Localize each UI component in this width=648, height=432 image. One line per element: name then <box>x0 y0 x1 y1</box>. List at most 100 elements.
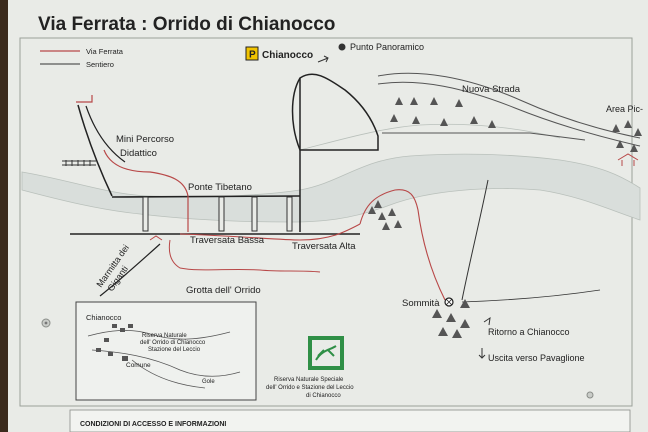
tree-icon <box>452 329 462 338</box>
building-icon <box>120 328 125 332</box>
screw-icon <box>586 391 594 399</box>
sommita-label: Sommità <box>402 298 440 309</box>
trail-mini-percorso <box>77 104 113 197</box>
tree-icon <box>624 120 632 128</box>
traversata-bassa-label: Traversata Bassa <box>190 235 265 246</box>
nuova-strada-label: Nuova Strada <box>462 84 521 95</box>
building-icon <box>128 324 133 328</box>
parking-marker: P Chianocco <box>245 46 329 63</box>
river-bank <box>299 123 561 151</box>
marmitta-icon <box>149 235 163 241</box>
inset-chianocco-label: Chianocco <box>86 313 121 322</box>
panoramic-point-label: Punto Panoramico <box>350 42 424 52</box>
reserve-logo-line3: di Chianocco <box>306 393 341 399</box>
map-title: Via Ferrata : Orrido di Chianocco <box>38 14 335 35</box>
tree-icon <box>390 114 398 122</box>
grotta-label: Grotta dell' Orrido <box>186 285 261 296</box>
mini-percorso-label-1: Mini Percorso <box>116 134 174 145</box>
building-icon <box>108 352 113 356</box>
pylon <box>218 196 225 232</box>
via-ferrata-traversata <box>179 223 361 241</box>
tree-icon <box>368 206 376 214</box>
tree-icon <box>432 309 442 318</box>
map-border <box>19 37 633 407</box>
forest-picnic <box>612 120 642 152</box>
ponte-tibetano-label: Ponte Tibetano <box>188 182 252 193</box>
new-road-edge-2 <box>377 81 641 147</box>
parking-symbol: P <box>249 50 256 61</box>
trail-marmitta <box>99 243 161 297</box>
reserve-logo: Riserva Naturale Speciale dell' Orrido e… <box>266 336 354 399</box>
mini-percorso-label-2: Didattico <box>120 148 157 159</box>
forest-top <box>390 97 496 128</box>
parking-label: Chianocco <box>262 50 313 61</box>
legend-sentiero-label: Sentiero <box>86 60 114 69</box>
reserve-logo-line1: Riserva Naturale Speciale <box>274 377 344 383</box>
bridge-left <box>62 160 96 166</box>
tree-icon <box>470 116 478 124</box>
summit-cross <box>445 298 453 306</box>
inset-riserva-1: Riserva Naturale <box>142 333 187 339</box>
tree-icon <box>388 208 396 216</box>
reserve-logo-mark <box>315 345 337 361</box>
inset-road <box>131 359 206 389</box>
area-pic-label: Area Pic- <box>606 104 643 114</box>
tree-icon <box>382 222 390 230</box>
pylon <box>286 196 293 232</box>
inset-riserva-2: dell' Orrido di Chianocco <box>140 340 206 346</box>
tree-icon <box>460 299 470 308</box>
tree-icon <box>488 120 496 128</box>
tree-icon <box>412 116 420 124</box>
building-icon <box>112 324 117 328</box>
inset-comune-label: Comune <box>126 362 151 369</box>
cliff-outline <box>291 73 379 151</box>
new-road-edge <box>377 72 641 139</box>
building-icon <box>122 356 128 361</box>
reserve-logo-line2: dell' Orrido e Stazione del Leccio <box>266 385 354 391</box>
tree-icon <box>616 140 624 148</box>
arrow-down-icon <box>478 348 486 359</box>
trail-ridge <box>461 289 601 303</box>
via-ferrata-grotta <box>168 239 321 273</box>
parking-icon <box>245 46 259 61</box>
tree-icon <box>438 327 448 336</box>
tree-icon <box>634 128 642 136</box>
picnic-table-icon <box>617 153 639 166</box>
tree-icon <box>612 124 620 132</box>
bridge-pylons <box>142 196 293 232</box>
trail-mini-percorso-2 <box>85 105 126 163</box>
inset-buildings <box>96 324 133 361</box>
inset-gole-label: Gole <box>202 379 215 385</box>
tree-icon <box>460 319 470 328</box>
via-ferrata-summit <box>359 189 446 301</box>
trail-descent <box>461 179 489 301</box>
river <box>21 153 641 223</box>
inset-road <box>91 349 241 377</box>
tree-icon <box>410 97 418 105</box>
tree-icon <box>455 99 463 107</box>
tree-icon <box>440 118 448 126</box>
info-panel-heading: CONDIZIONI DI ACCESSO E INFORMAZIONI <box>80 421 226 428</box>
trail-main <box>111 195 301 198</box>
screw-center <box>44 321 48 325</box>
inset-riserva-3: Stazione del Leccio <box>148 347 201 353</box>
pylon <box>142 196 149 232</box>
building-icon <box>96 348 101 352</box>
ritorno-label: Ritorno a Chianocco <box>488 327 570 337</box>
legend-via-ferrata-label: Via Ferrata <box>86 47 124 56</box>
forest-summit <box>432 299 470 338</box>
tree-icon <box>378 212 386 220</box>
tree-icon <box>394 220 402 228</box>
building-icon <box>104 338 109 342</box>
reserve-logo-inner <box>312 340 340 366</box>
tree-icon <box>374 200 382 208</box>
legend: Via Ferrata Sentiero <box>40 47 124 69</box>
panoramic-point-icon <box>338 43 346 51</box>
terrace-line <box>382 132 586 141</box>
tree-icon <box>395 97 403 105</box>
tree-icon <box>630 144 638 152</box>
tree-icon <box>446 313 456 322</box>
uscita-label: Uscita verso Pavaglione <box>488 353 585 363</box>
pylon <box>251 196 258 232</box>
